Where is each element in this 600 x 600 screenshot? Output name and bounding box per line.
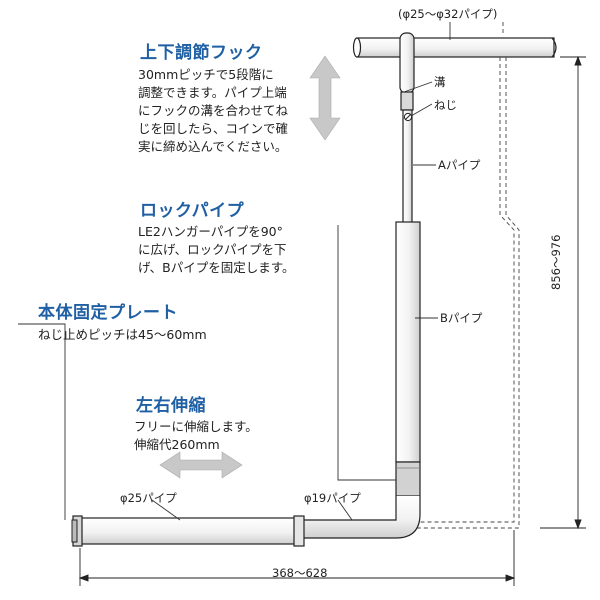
groove-label: 溝 <box>434 75 446 89</box>
a-pipe <box>399 32 415 226</box>
lock-pipe-description: LE2ハンガーパイプを90° に広げ、ロックパイプを下 げ、Bパイプを固定します… <box>138 223 294 277</box>
text-line: 調整できます。パイプ上端 <box>138 85 287 100</box>
rotated-position-outline <box>412 22 520 529</box>
text-line: フリーに伸縮します。 <box>134 419 258 434</box>
width-dimension-label: 368～628 <box>272 566 328 580</box>
vertical-adjust-arrow-icon <box>309 55 341 141</box>
lateral-title: 左右伸縮 <box>136 396 206 416</box>
text-line: 伸縮代260mm <box>134 437 220 452</box>
pipe25-label: φ25パイプ <box>120 491 177 505</box>
lateral-description: フリーに伸縮します。 伸縮代260mm <box>134 418 258 454</box>
lock-pipe-title: ロックパイプ <box>140 201 245 221</box>
bottom-pipe <box>72 515 305 547</box>
text-line: 実に締め込んでください。 <box>138 139 288 154</box>
horizontal-slide-arrow-icon <box>159 451 243 479</box>
pipe19-label: φ19パイプ <box>304 491 361 505</box>
text-line: にフックの溝を合わせてね <box>138 103 289 118</box>
fixing-plate <box>71 519 78 543</box>
plate-title: 本体固定プレート <box>38 303 178 323</box>
b-pipe-label: Bパイプ <box>440 311 483 325</box>
top-pipe <box>352 37 557 58</box>
text-line: じを回したら、コインで確 <box>138 121 289 136</box>
text-line: LE2ハンガーパイプを90° <box>138 224 283 239</box>
height-dimension-label: 856～976 <box>549 234 563 290</box>
a-pipe-label: Aパイプ <box>438 158 481 172</box>
screw-label: ねじ <box>434 98 457 112</box>
plate-description: ねじ止めピッチは45～60mm <box>38 326 207 344</box>
height-dimension <box>540 55 586 530</box>
text-line: ねじ止めピッチは45～60mm <box>38 327 207 342</box>
height-hook-title: 上下調節フック <box>140 43 263 63</box>
text-line: に広げ、ロックパイプを下 <box>138 242 287 257</box>
b-pipe <box>395 221 421 497</box>
width-dimension <box>78 530 516 586</box>
text-line: げ、Bパイプを固定します。 <box>138 260 295 275</box>
leader-lines <box>18 22 451 521</box>
text-line: 30mmピッチで5段階に <box>138 67 274 82</box>
height-hook-description: 30mmピッチで5段階に 調整できます。パイプ上端 にフックの溝を合わせてね じ… <box>138 66 288 156</box>
top-pipe-label: (φ25～φ32パイプ) <box>398 7 498 21</box>
